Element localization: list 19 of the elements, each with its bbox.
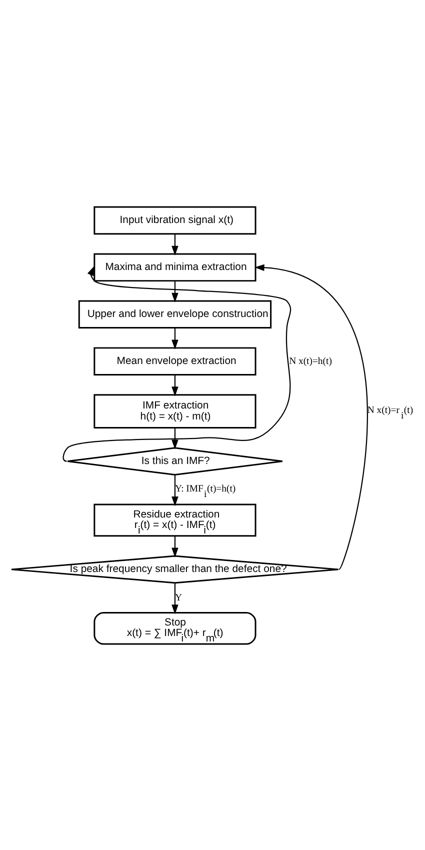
node-box: Mean envelope extraction (94, 346, 256, 376)
arrow (254, 264, 368, 570)
arrow (172, 374, 178, 396)
arrow (172, 474, 178, 506)
edge-label: Y (174, 592, 182, 603)
arrow (172, 536, 178, 557)
arrow (62, 265, 292, 462)
node-box: IMF extraction h(t) = x(t) - m(t) (94, 394, 256, 428)
node-box: Maxima and minima extraction (94, 252, 256, 282)
node-diamond: Is peak frequency smaller than the defect one? (10, 554, 340, 584)
node-diamond: Is this an IMF? (66, 446, 284, 475)
arrow (172, 234, 178, 256)
node-box: Upper and lower envelope construction (78, 300, 272, 328)
arrow (172, 280, 178, 302)
arrow (172, 328, 178, 350)
arrow (172, 582, 178, 614)
edge-label: N x(t)=h(t) (289, 355, 332, 366)
node-box: Input vibration signal x(t) (94, 206, 256, 234)
arrow (172, 427, 178, 449)
